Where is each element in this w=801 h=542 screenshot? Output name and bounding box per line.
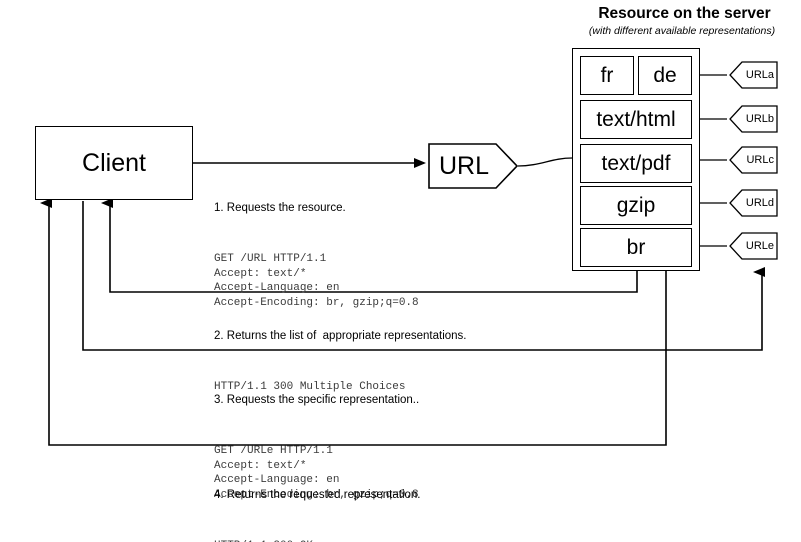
step-title: 1. Requests the resource.: [214, 202, 346, 214]
url-node-shape: [428, 143, 519, 189]
representation-label: text/html: [596, 107, 676, 131]
representation-gzip: gzip: [580, 186, 692, 225]
representation-label: de: [653, 63, 677, 87]
step-title: 4. Returns the requested representation.: [214, 489, 421, 501]
step-3: 3. Requests the specific representation.…: [214, 358, 419, 538]
url-tag-shape: [729, 232, 778, 260]
client-node: Client: [35, 126, 193, 200]
step-4: 4. Returns the requested representation.…: [214, 453, 421, 542]
url-tag-urlc: URLc: [729, 146, 778, 174]
url-tag-label: URLa: [745, 69, 774, 81]
step-title: 3. Requests the specific representation.…: [214, 394, 420, 406]
representation-fr: fr: [580, 56, 634, 95]
server-subtitle: (with different available representation…: [588, 25, 776, 37]
representation-label: br: [626, 235, 646, 259]
wire-url-to-resource: [517, 157, 573, 167]
url-tag-label: URLd: [745, 197, 774, 209]
representation-label: text/pdf: [601, 151, 671, 175]
representation-text-pdf: text/pdf: [580, 144, 692, 183]
client-label: Client: [82, 148, 146, 177]
url-tag-label: URLe: [745, 240, 774, 252]
step-code: GET /URL HTTP/1.1 Accept: text/* Accept-…: [214, 253, 419, 309]
representation-br: br: [580, 228, 692, 267]
url-tag-urld: URLd: [729, 189, 778, 217]
url-tag-urle: URLe: [729, 232, 778, 260]
url-tag-urla: URLa: [729, 61, 778, 89]
step-title: 2. Returns the list of appropriate repre…: [214, 330, 467, 342]
url-tag-label: URLc: [746, 154, 774, 166]
url-tag-shape: [729, 61, 778, 89]
step-2: 2. Returns the list of appropriate repre…: [214, 294, 467, 431]
url-tag-shape: [729, 189, 778, 217]
server-title: Resource on the server: [598, 5, 771, 22]
step-code: HTTP/1.1 300 Multiple Choices: [214, 381, 406, 393]
representation-label: gzip: [616, 193, 656, 217]
representation-de: de: [638, 56, 692, 95]
step-code: HTTP/1.1 200 OK Content-Location: /URLe …: [214, 539, 421, 542]
step-1: 1. Requests the resource. GET /URL HTTP/…: [214, 166, 419, 346]
url-node: URL: [428, 143, 519, 189]
url-node-label: URL: [438, 151, 489, 180]
representation-label: fr: [600, 63, 614, 87]
url-tag-shape: [729, 105, 778, 133]
representation-text-html: text/html: [580, 100, 692, 139]
step-code: GET /URLe HTTP/1.1 Accept: text/* Accept…: [214, 445, 419, 501]
url-tag-shape: [729, 146, 778, 174]
url-tag-urlb: URLb: [729, 105, 778, 133]
url-tag-label: URLb: [745, 113, 774, 125]
